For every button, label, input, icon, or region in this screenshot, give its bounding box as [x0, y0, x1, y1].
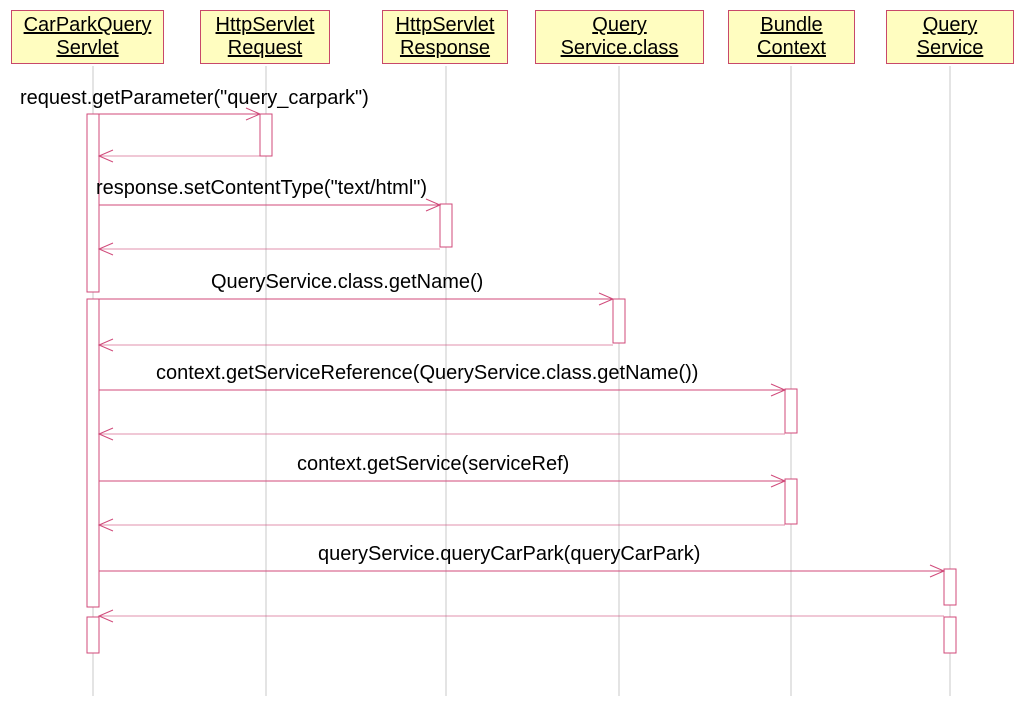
message-label-get-parameter: request.getParameter("query_carpark") — [20, 87, 369, 109]
activation-box-request — [259, 113, 273, 157]
activation-box-response — [439, 203, 453, 248]
message-label-set-content-type: response.setContentType("text/html") — [96, 177, 428, 199]
arrowhead-icon — [598, 292, 615, 306]
activation-box-qservice — [943, 568, 957, 606]
activation-box-qservice — [943, 616, 957, 654]
lifeline-label: Query Service.class — [560, 14, 679, 59]
lifeline-label: Query Service — [916, 14, 984, 59]
arrowhead-icon — [97, 518, 114, 532]
arrowhead-icon — [97, 338, 114, 352]
lifeline-label: HttpServlet Response — [395, 14, 495, 59]
lifeline-label: HttpServlet Request — [215, 14, 315, 59]
message-label-get-service-reference: context.getServiceReference(QueryService… — [156, 362, 699, 384]
arrowhead-icon — [97, 427, 114, 441]
activation-box-bundle — [784, 478, 798, 525]
activation-box-qsclass — [612, 298, 626, 344]
lifeline-header-query-service: Query Service — [886, 10, 1014, 64]
activation-box-servlet — [86, 113, 100, 293]
message-label-get-name: QueryService.class.getName() — [211, 271, 484, 293]
message-label-query-car-park: queryService.queryCarPark(queryCarPark) — [318, 543, 701, 565]
lifeline-header-bundle-context: Bundle Context — [728, 10, 855, 64]
lifeline-header-request: HttpServlet Request — [200, 10, 330, 64]
activation-box-bundle — [784, 388, 798, 434]
lifeline-header-query-service-class: Query Service.class — [535, 10, 704, 64]
lifeline-label: CarParkQuery Servlet — [23, 14, 152, 59]
activation-box-servlet — [86, 616, 100, 654]
message-label-get-service: context.getService(serviceRef) — [297, 453, 570, 475]
arrowhead-icon — [425, 198, 442, 212]
arrowhead-icon — [245, 107, 262, 121]
arrowhead-icon — [929, 564, 946, 578]
lifeline-label: Bundle Context — [757, 14, 826, 59]
arrowhead-icon — [770, 383, 787, 397]
activation-box-servlet — [86, 298, 100, 608]
arrowhead-icon — [770, 474, 787, 488]
arrowhead-icon — [97, 149, 114, 163]
arrowhead-icon — [97, 242, 114, 256]
lifeline-header-response: HttpServlet Response — [382, 10, 508, 64]
lifeline-header-servlet: CarParkQuery Servlet — [11, 10, 164, 64]
arrowhead-icon — [97, 609, 114, 623]
